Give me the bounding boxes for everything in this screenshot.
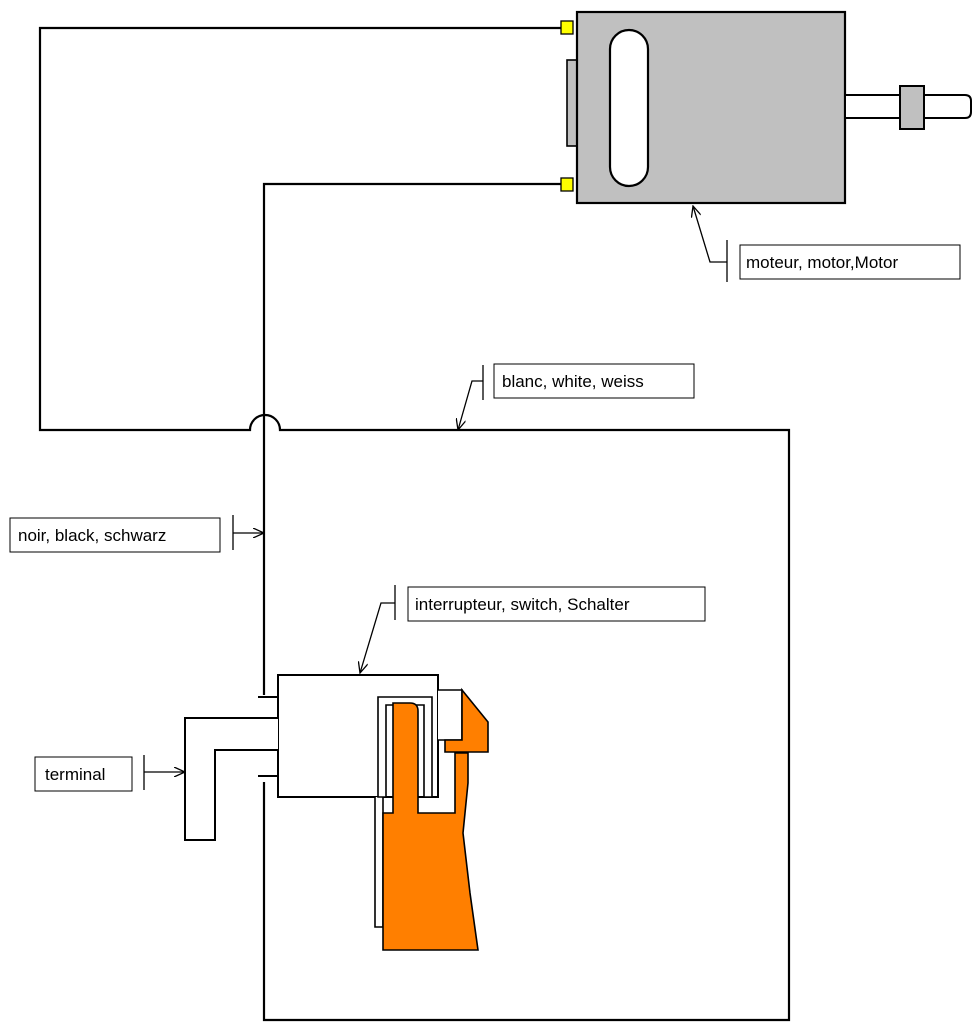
switch bbox=[184, 674, 489, 951]
motor bbox=[560, 10, 972, 205]
callout-switch-arrow bbox=[360, 602, 395, 673]
label-terminal: terminal bbox=[45, 765, 105, 784]
label-terminal-box bbox=[34, 756, 133, 792]
trigger-lock-housing bbox=[438, 689, 463, 741]
trigger bbox=[382, 702, 479, 951]
label-motor: moteur, motor,Motor bbox=[746, 253, 898, 272]
callout-motor-arrow bbox=[693, 206, 727, 263]
motor-pulley bbox=[899, 85, 925, 130]
label-switch: interrupteur, switch, Schalter bbox=[415, 595, 630, 614]
black-wire bbox=[262, 182, 561, 695]
label-white-wire: blanc, white, weiss bbox=[502, 372, 644, 391]
trigger-slide-frame bbox=[377, 696, 433, 798]
label-white-wire-box bbox=[493, 363, 695, 399]
motor-brush-slot bbox=[608, 28, 650, 188]
motor-terminal-top bbox=[560, 20, 574, 35]
trigger-guide-rail bbox=[374, 797, 384, 928]
trigger-lock bbox=[444, 687, 489, 753]
motor-terminal-bottom bbox=[560, 177, 574, 192]
callout-terminal: terminal bbox=[34, 755, 185, 792]
label-black-wire-box bbox=[9, 517, 221, 553]
terminal-connector bbox=[184, 717, 278, 841]
label-motor-box bbox=[739, 244, 961, 280]
callout-switch: interrupteur, switch, Schalter bbox=[360, 585, 706, 673]
label-black-wire: noir, black, schwarz bbox=[18, 526, 166, 545]
white-wire bbox=[38, 26, 791, 1022]
callout-black-wire: noir, black, schwarz bbox=[9, 515, 264, 553]
callout-white-wire: blanc, white, weiss bbox=[458, 363, 695, 430]
label-switch-box bbox=[407, 586, 706, 622]
callout-white-arrow bbox=[458, 380, 483, 430]
callout-motor: moteur, motor,Motor bbox=[693, 206, 961, 282]
